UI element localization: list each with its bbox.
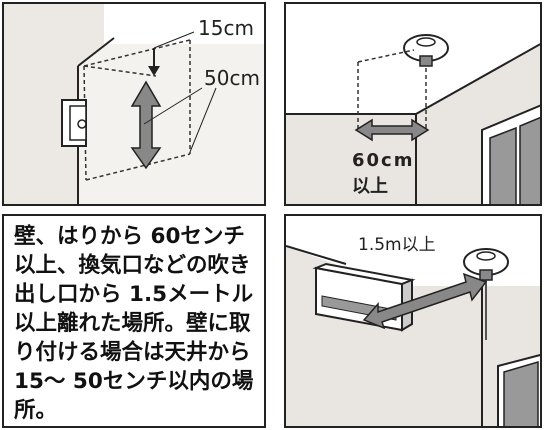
panel-ceiling-distance: 60cm 以上 (284, 2, 542, 206)
label-60cm: 60cm (352, 150, 415, 171)
distance-arrow (362, 272, 488, 330)
panel-wall-mount-range: 15cm 50cm (2, 2, 266, 206)
wall-mount-illustration (4, 4, 264, 204)
panel-vent-distance: 1.5m以上 (284, 214, 542, 428)
label-50cm: 50cm (204, 66, 260, 90)
ceiling-detector (463, 248, 509, 340)
installation-guideline-text: 壁、はりから 60センチ以上、換気口などの吹き出し口から 1.5メートル以上離れ… (14, 224, 254, 423)
distance-arrow (354, 118, 430, 142)
panel-description: 壁、はりから 60センチ以上、換気口などの吹き出し口から 1.5メートル以上離れ… (2, 214, 266, 428)
ceiling-illustration (286, 4, 540, 204)
range-double-arrow (130, 80, 162, 170)
vent-illustration (286, 216, 540, 426)
label-60cm-suffix: 以上 (352, 176, 388, 197)
label-1-5m: 1.5m以上 (358, 235, 436, 255)
label-15cm: 15cm (198, 16, 254, 40)
ceiling-detector (403, 34, 449, 67)
